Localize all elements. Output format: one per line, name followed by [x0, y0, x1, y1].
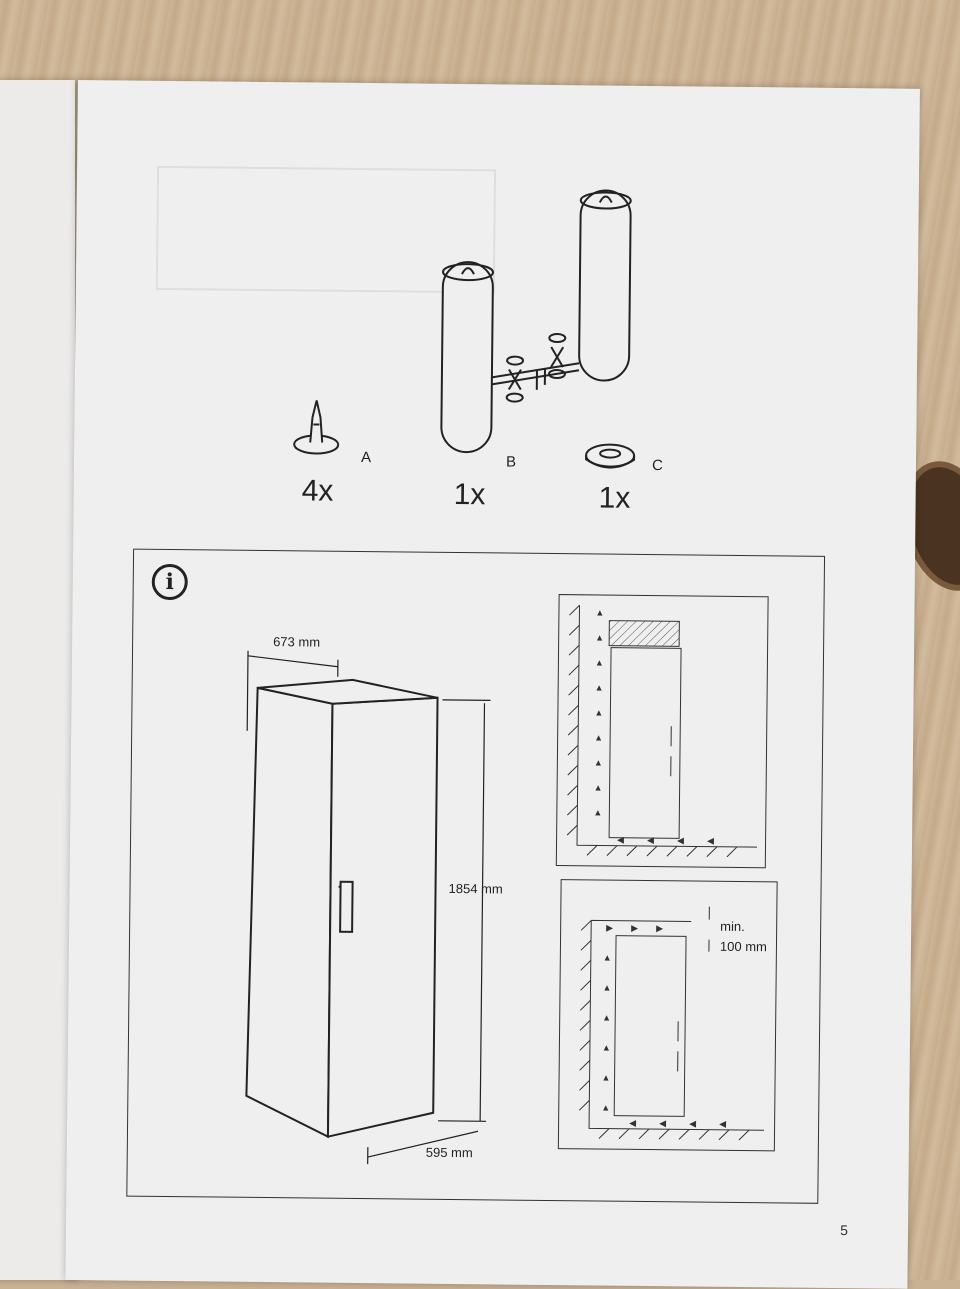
svg-text:◀: ◀	[707, 836, 714, 846]
svg-text:◀: ◀	[647, 835, 654, 845]
clearance-value-label: 100 mm	[720, 939, 767, 954]
height-dimension-label: 1854 mm	[448, 881, 502, 897]
clearance-min-label: min.	[720, 919, 745, 934]
svg-text:▲: ▲	[594, 732, 603, 742]
svg-text:▲: ▲	[595, 607, 604, 617]
svg-text:▶: ▶	[656, 923, 663, 933]
left-page-edge	[0, 80, 75, 1280]
svg-text:▲: ▲	[595, 632, 604, 642]
width-dimension-label: 595 mm	[426, 1145, 473, 1160]
svg-text:▶: ▶	[631, 923, 638, 933]
svg-text:◀: ◀	[689, 1118, 696, 1128]
svg-text:◀: ◀	[659, 1118, 666, 1128]
svg-text:▲: ▲	[594, 757, 603, 767]
svg-text:▶: ▶	[606, 923, 613, 933]
manual-page: A 4x B 1x C 1x i	[65, 80, 920, 1289]
ventilation-airflow-drawing: ▲ ▲ ▲ ▲ ▲ ▲ ▲ ▲ ▲ ◀ ◀ ◀ ◀	[557, 595, 768, 867]
screw-foot-icon	[294, 400, 339, 453]
part-letter-b: B	[506, 454, 516, 471]
part-letter-c: C	[652, 457, 663, 474]
parts-illustration	[73, 80, 920, 549]
svg-text:▲: ▲	[594, 782, 603, 792]
depth-dimension-label: 673 mm	[273, 634, 320, 649]
svg-text:▲: ▲	[602, 983, 611, 993]
svg-text:▲: ▲	[601, 1103, 610, 1113]
svg-text:◀: ◀	[677, 835, 684, 845]
svg-text:◀: ◀	[629, 1118, 636, 1128]
svg-text:▲: ▲	[602, 1043, 611, 1053]
svg-text:▲: ▲	[602, 1073, 611, 1083]
svg-text:▲: ▲	[595, 682, 604, 692]
washer-icon	[586, 444, 634, 468]
svg-text:▲: ▲	[593, 807, 602, 817]
part-quantity-c: 1x	[598, 481, 630, 515]
svg-text:▲: ▲	[602, 1013, 611, 1023]
svg-text:▲: ▲	[603, 953, 612, 963]
installation-info-box: i	[126, 549, 825, 1204]
svg-text:◀: ◀	[617, 835, 624, 845]
part-letter-a: A	[361, 449, 371, 466]
svg-text:◀: ◀	[719, 1119, 726, 1129]
part-quantity-b: 1x	[453, 478, 485, 512]
page-number: 5	[840, 1222, 848, 1238]
svg-text:▲: ▲	[594, 707, 603, 717]
svg-text:▲: ▲	[595, 657, 604, 667]
part-quantity-a: 4x	[302, 474, 334, 508]
handle-column-icon	[441, 189, 631, 454]
ventilation-diagram-top: ▲ ▲ ▲ ▲ ▲ ▲ ▲ ▲ ▲ ◀ ◀ ◀ ◀	[556, 594, 769, 868]
